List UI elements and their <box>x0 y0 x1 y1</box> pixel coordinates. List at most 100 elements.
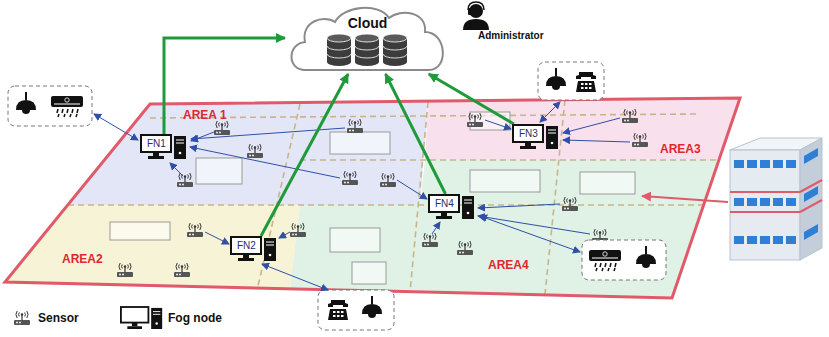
building <box>747 160 757 168</box>
area-region <box>5 205 300 289</box>
sensor-links <box>478 204 560 208</box>
area-region <box>425 98 740 160</box>
device-links <box>94 114 138 140</box>
fog-node <box>266 245 274 246</box>
sensor-links <box>279 232 290 238</box>
sensor-links <box>432 222 440 234</box>
cloud-shape <box>355 34 379 42</box>
room-outlines <box>330 132 390 154</box>
fog-node-label: FN1 <box>147 138 166 150</box>
device-links <box>480 216 580 252</box>
cloud-shape <box>327 34 351 42</box>
fog-node <box>520 146 536 149</box>
cloud-shape <box>383 46 407 50</box>
cloud-shape <box>383 34 407 42</box>
sensors <box>174 263 190 277</box>
building <box>773 236 783 244</box>
sensors <box>632 133 648 147</box>
fog-node <box>148 156 164 159</box>
sensor-links <box>170 163 183 176</box>
device-groups <box>636 246 656 268</box>
building <box>786 160 796 168</box>
sensor-links <box>205 232 229 244</box>
building <box>786 236 796 244</box>
fog-node <box>238 258 254 261</box>
fog-node-label: FN4 <box>435 198 454 210</box>
room-outlines <box>330 228 380 252</box>
fog-node <box>174 136 186 159</box>
sensors <box>187 223 203 237</box>
fog-node: FN3 <box>512 124 560 150</box>
uplink-arrow <box>261 74 348 236</box>
area-region <box>290 160 719 298</box>
fog-node: FN1 <box>140 134 188 160</box>
sensors <box>117 263 133 277</box>
fog-node: FN2 <box>230 236 278 262</box>
sensors <box>247 144 263 158</box>
device-groups <box>328 300 348 320</box>
fog-node <box>231 237 261 254</box>
sensor-links <box>478 216 590 234</box>
area-label: AREA4 <box>488 258 529 272</box>
fog-node <box>179 152 182 155</box>
room-outlines <box>470 112 510 130</box>
administrator-icon <box>469 4 483 18</box>
building <box>734 148 818 244</box>
fog-node <box>429 195 459 212</box>
area-label: AREA 1 <box>183 108 227 122</box>
device-groups <box>51 96 83 117</box>
room-outlines <box>580 172 635 194</box>
fog-node <box>548 130 556 131</box>
fog-node <box>462 196 474 219</box>
device-groups <box>582 240 666 280</box>
building <box>800 200 822 212</box>
building <box>730 138 822 260</box>
device-groups <box>576 72 596 92</box>
building <box>734 198 744 206</box>
fog-node <box>551 142 554 145</box>
building <box>730 191 800 193</box>
sensor-links <box>397 180 427 199</box>
uplink-arrow <box>164 38 285 134</box>
fog-node: FN4 <box>428 194 476 220</box>
fog-node <box>548 133 556 134</box>
fog-node-label: FN3 <box>519 128 538 140</box>
device-groups <box>318 290 394 330</box>
building <box>734 160 744 168</box>
device-links <box>540 102 560 122</box>
device-groups <box>538 62 604 100</box>
fog-node <box>264 238 276 261</box>
fog-node-label: FN2 <box>237 240 256 252</box>
sensor-links <box>191 132 214 141</box>
corridor-dashes <box>150 114 700 118</box>
building <box>734 236 744 244</box>
fog-node <box>243 254 249 258</box>
corridor-dashes <box>545 100 565 294</box>
fog-node <box>467 212 470 215</box>
building <box>773 198 783 206</box>
legend-icons <box>121 307 162 329</box>
sensors <box>562 197 578 211</box>
device-groups <box>8 86 92 126</box>
sensors <box>380 173 396 187</box>
uplink-arrow <box>386 74 446 194</box>
cloud-shape <box>327 54 351 58</box>
fog-node <box>464 203 472 204</box>
cloud-shape <box>383 34 407 66</box>
cloud-label: Cloud <box>285 15 450 31</box>
administrator-icon <box>463 19 489 30</box>
sensors <box>177 173 193 187</box>
area-region <box>68 102 428 205</box>
building <box>773 160 783 168</box>
building <box>760 236 770 244</box>
sensor-links <box>563 118 620 133</box>
fog-node <box>464 200 472 201</box>
room-outlines <box>196 158 242 184</box>
legend-label: Fog node <box>168 311 222 325</box>
building <box>804 224 818 240</box>
building <box>786 198 796 206</box>
fog-node <box>266 242 274 243</box>
device-groups <box>362 296 382 318</box>
sensors <box>467 113 483 127</box>
